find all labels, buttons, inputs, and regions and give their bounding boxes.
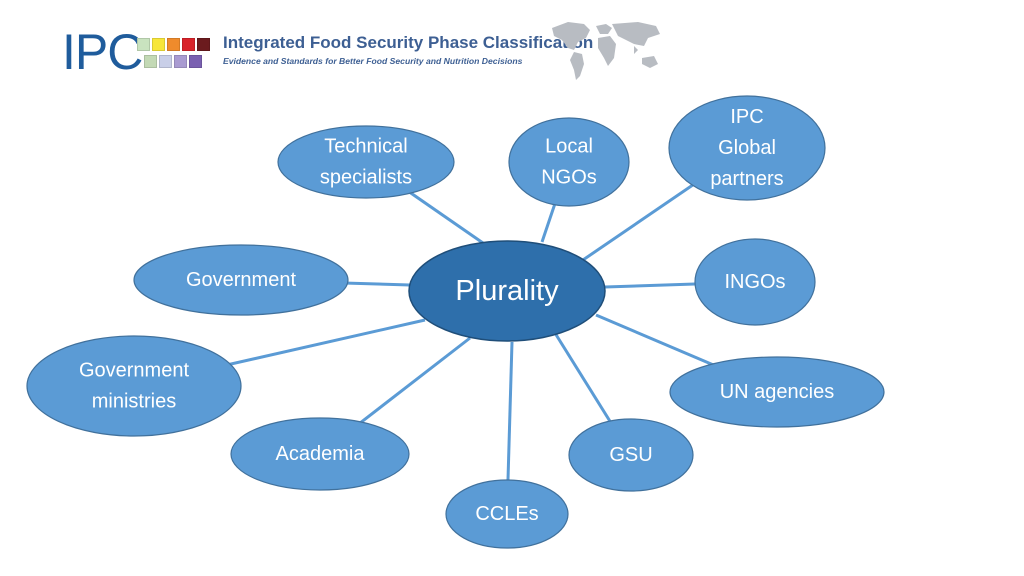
node-ellipse — [508, 117, 630, 207]
node-label: GSU — [609, 444, 652, 466]
node-label: IPC — [730, 106, 763, 128]
logo-swatch — [144, 55, 157, 68]
node-ellipse — [668, 95, 826, 201]
node-government-ministries: Government ministries — [26, 335, 242, 437]
node-ellipse — [669, 356, 885, 428]
node-government: Government — [133, 244, 349, 316]
logo-swatch — [182, 38, 195, 51]
world-map-icon — [552, 22, 660, 80]
logo-swatch — [137, 38, 150, 51]
node-academia: Academia — [230, 417, 410, 491]
node-label: partners — [710, 168, 783, 190]
node-label: Global — [718, 137, 776, 159]
logo-swatch — [197, 38, 210, 51]
node-label: Government — [186, 269, 296, 291]
logo-swatch — [159, 55, 172, 68]
node-ellipse — [694, 238, 816, 326]
node-ipc-global-partners: IPC Global partners — [668, 95, 826, 201]
node-label: Local — [545, 136, 593, 158]
node-label: NGOs — [541, 167, 597, 189]
node-label: INGOs — [724, 271, 785, 293]
node-ingos: INGOs — [694, 238, 816, 326]
node-label: UN agencies — [720, 381, 835, 403]
logo-swatch — [167, 38, 180, 51]
node-label: Academia — [276, 443, 366, 465]
header: IPC Integrated Food Security Phase Class… — [0, 0, 1024, 90]
logo-swatch — [174, 55, 187, 68]
node-technical-specialists: Technical specialists — [277, 125, 455, 199]
center-node: Plurality — [408, 240, 606, 342]
node-ellipse — [445, 479, 569, 549]
node-gsu: GSU — [568, 418, 694, 492]
node-label: Technical — [324, 136, 407, 158]
page-title: Integrated Food Security Phase Classific… — [223, 33, 594, 52]
node-ellipse — [26, 335, 242, 437]
node-ellipse — [277, 125, 455, 199]
node-ccles: CCLEs — [445, 479, 569, 549]
center-label: Plurality — [455, 275, 559, 307]
node-ellipse — [568, 418, 694, 492]
page-subtitle: Evidence and Standards for Better Food S… — [223, 56, 523, 66]
node-ellipse — [230, 417, 410, 491]
node-ellipse — [133, 244, 349, 316]
center-ellipse — [408, 240, 606, 342]
node-label: Government — [79, 360, 189, 382]
node-un-agencies: UN agencies — [669, 356, 885, 428]
logo-swatch — [152, 38, 165, 51]
node-label: ministries — [92, 391, 176, 413]
ipc-logo-text: IPC — [62, 24, 143, 80]
node-label: specialists — [320, 167, 412, 189]
logo-swatch — [189, 55, 202, 68]
node-label: CCLEs — [475, 503, 538, 525]
